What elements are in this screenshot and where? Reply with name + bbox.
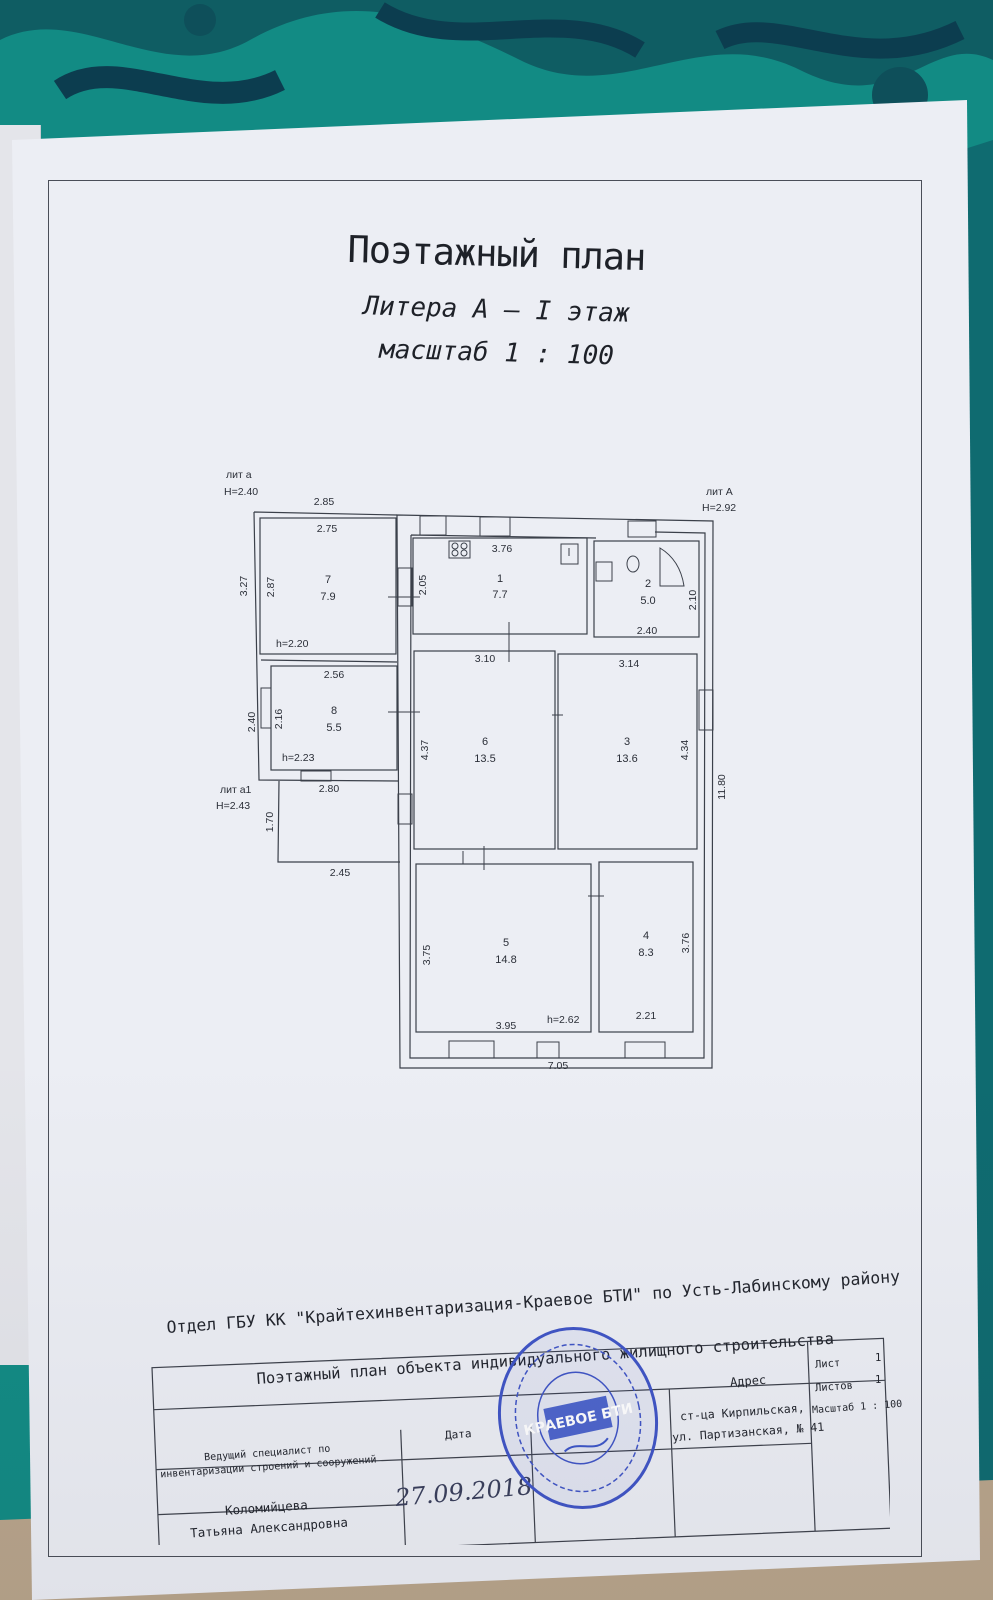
dim-room7-inner-height: 2.87 bbox=[265, 577, 277, 598]
room-6-number: 6 bbox=[482, 736, 488, 748]
fixtures bbox=[388, 540, 685, 897]
dim-room3-height: 4.34 bbox=[679, 740, 691, 761]
room-1-number: 1 bbox=[497, 573, 503, 585]
windows bbox=[260, 515, 714, 1059]
room-7-height: h=2.20 bbox=[276, 638, 309, 650]
dim-room6-height: 4.37 bbox=[419, 740, 431, 761]
liter-a1-height: H=2.43 bbox=[216, 800, 250, 812]
room-2-outline bbox=[593, 540, 700, 638]
dim-room4-height: 3.76 bbox=[680, 933, 692, 954]
room-3-number: 3 bbox=[624, 736, 630, 748]
room-8-number: 8 bbox=[331, 705, 337, 717]
room-2-area: 5.0 bbox=[640, 595, 655, 607]
room-1-outline bbox=[412, 537, 588, 635]
dim-room4-width: 2.21 bbox=[636, 1010, 657, 1022]
sheet-value: 1 bbox=[875, 1352, 882, 1364]
sheet-label: Лист bbox=[814, 1357, 841, 1371]
room-3-area: 13.6 bbox=[616, 753, 637, 765]
dim-room6-width: 3.10 bbox=[475, 653, 496, 665]
room-2-number: 2 bbox=[645, 578, 651, 590]
room-5-outline bbox=[415, 863, 592, 1033]
room-4-area: 8.3 bbox=[638, 947, 653, 959]
dim-room5-width: 3.95 bbox=[496, 1020, 517, 1032]
date-label: Дата bbox=[444, 1427, 472, 1442]
dim-room7-width: 2.75 bbox=[317, 523, 338, 535]
room-5-number: 5 bbox=[503, 937, 509, 949]
main-house-wall bbox=[396, 514, 714, 1069]
room-5-area: 14.8 bbox=[495, 954, 516, 966]
dim-top-overall: 2.85 bbox=[314, 496, 335, 508]
dim-room3-width: 3.14 bbox=[619, 658, 640, 670]
drawing-frame bbox=[48, 180, 922, 1557]
room-5-height: h=2.62 bbox=[547, 1014, 580, 1026]
room-7-number: 7 bbox=[325, 574, 331, 586]
address-label: Адрес bbox=[729, 1372, 767, 1390]
room-8-area: 5.5 bbox=[326, 722, 341, 734]
official-seal: КРАЕВОЕ БТИ bbox=[497, 1326, 659, 1510]
room-8-height: h=2.23 bbox=[282, 752, 315, 764]
title-block bbox=[151, 1337, 890, 1545]
dim-room8-outer-height: 2.40 bbox=[246, 712, 258, 733]
room-1-area: 7.7 bbox=[492, 589, 507, 601]
room-6-area: 13.5 bbox=[474, 753, 495, 765]
sheets-value: 1 bbox=[875, 1374, 882, 1386]
dim-bottom-overall: 7.05 bbox=[548, 1060, 569, 1072]
room-7-outline bbox=[259, 517, 397, 655]
dim-porch-width: 2.80 bbox=[319, 783, 340, 795]
liter-A-height: H=2.92 bbox=[702, 502, 736, 514]
dim-total-height: 11.80 bbox=[716, 774, 728, 800]
paper-sheet bbox=[12, 100, 980, 1600]
room-4-outline bbox=[598, 861, 694, 1033]
room-7-area: 7.9 bbox=[320, 591, 335, 603]
liter-a-height: H=2.40 bbox=[224, 486, 258, 498]
dim-room1-width: 3.76 bbox=[492, 543, 513, 555]
liter-a1-label: лит а1 bbox=[220, 784, 252, 796]
annex-a-wall bbox=[253, 511, 399, 782]
dim-room2-height: 2.10 bbox=[687, 590, 699, 611]
dim-room2-width: 2.40 bbox=[637, 625, 658, 637]
room-4-number: 4 bbox=[643, 930, 649, 942]
dim-room5-height: 3.75 bbox=[421, 945, 433, 966]
dim-room7-outer-height: 3.27 bbox=[238, 576, 250, 597]
dim-room8-width: 2.56 bbox=[324, 669, 345, 681]
dim-room8-inner-height: 2.16 bbox=[273, 709, 285, 730]
liter-A-label: лит А bbox=[706, 486, 733, 498]
room-6-outline bbox=[413, 650, 556, 850]
dim-porch-height: 1.70 bbox=[264, 812, 276, 833]
room-3-outline bbox=[557, 653, 698, 850]
liter-a-label: лит а bbox=[226, 469, 252, 481]
dim-porch-bottom: 2.45 bbox=[330, 867, 351, 879]
porch-a1-wall bbox=[277, 780, 400, 863]
dim-room1-height: 2.05 bbox=[417, 575, 429, 596]
